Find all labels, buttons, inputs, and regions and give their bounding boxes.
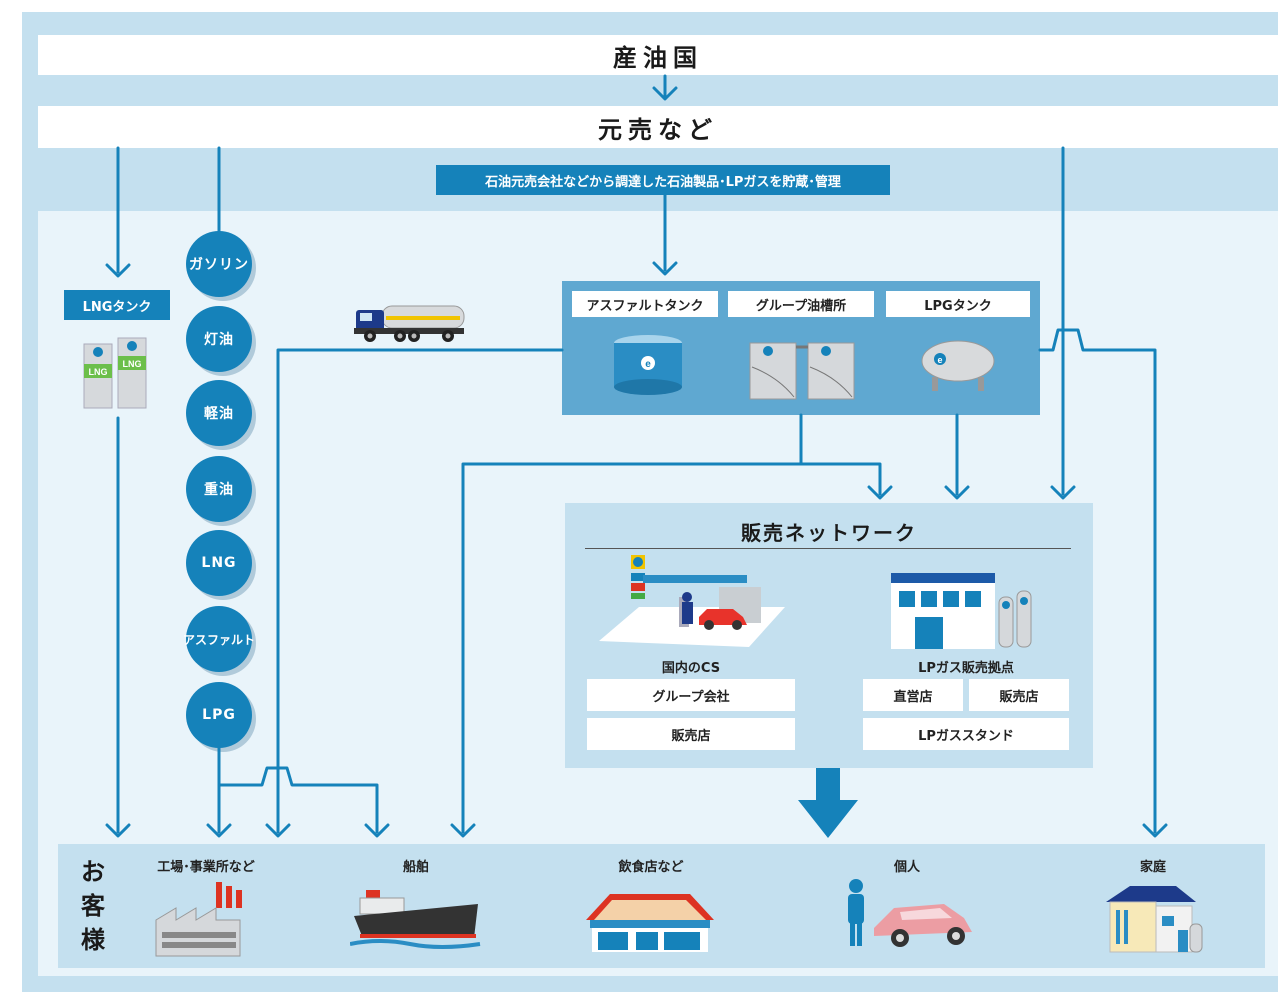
customer-ship-label: 船舶 (402, 860, 429, 875)
tanker-truck-icon (354, 305, 465, 342)
domestic-cs-title: 国内のCS (661, 661, 721, 676)
lpg-stand-box: LPガススタンド (863, 718, 1069, 750)
restaurant-icon (586, 894, 714, 952)
lng-tank-text: LNG (123, 359, 142, 369)
lng-tank-label: LNGタンク (64, 290, 170, 320)
lpg-outlet-icon (891, 573, 1032, 649)
svg-text:e: e (937, 355, 942, 365)
asphalt-tank-icon: e (614, 335, 682, 395)
product-asphalt: アスファルト (183, 606, 255, 672)
customers-heading-char: 客 (81, 892, 105, 920)
customers-heading-char: お (81, 858, 105, 886)
group-company-box: グループ会社 (587, 679, 795, 711)
lpg-sphere-tank-icon: e (921, 340, 995, 391)
lpg-outlet-title: LPガス販売拠点 (918, 661, 1014, 676)
customer-factory-label: 工場･事業所など (157, 860, 255, 875)
customer-household-label: 家庭 (1139, 860, 1166, 875)
producer-bar: 産油国 (38, 35, 1278, 75)
svg-text:e: e (645, 359, 651, 370)
supplier-bar: 元売など (38, 106, 1278, 148)
house-icon (1106, 886, 1203, 953)
factory-icon (155, 882, 242, 957)
product-kerosene: 灯油 (186, 306, 252, 372)
producer-label: 産油国 (613, 43, 703, 72)
title-divider (585, 548, 1071, 549)
storage-panel: アスファルトタンク グループ油槽所 LPGタンク e e (562, 281, 1040, 415)
product-diesel: 軽油 (186, 380, 252, 446)
storage-banner: 石油元売会社などから調達した石油製品･LPガスを貯蔵･管理 (436, 165, 890, 195)
customers-heading-char: 様 (81, 926, 105, 954)
customer-restaurant-label: 飲食店など (618, 860, 684, 875)
direct-store-box: 直営店 (863, 679, 963, 711)
lng-tank-icon: LNG LNG (83, 337, 147, 409)
oil-depot-icon (749, 342, 855, 400)
customer-individual-label: 個人 (893, 860, 920, 875)
group-depot-label: グループ油槽所 (728, 291, 874, 317)
lpg-tank-label: LPGタンク (886, 291, 1030, 317)
product-lng: LNG (186, 530, 252, 596)
product-gasoline: ガソリン (186, 231, 252, 297)
sales-network-title: 販売ネットワーク (741, 521, 917, 545)
supplier-label: 元売など (598, 115, 718, 144)
service-station-icon (599, 555, 785, 647)
asphalt-tank-label: アスファルトタンク (572, 291, 718, 317)
customers-heading: お 客 様 (78, 855, 108, 957)
person-car-icon (848, 879, 972, 947)
ship-icon (350, 890, 481, 949)
sales-network-panel: 販売ネットワーク 国内のCS グループ会社 販売店 LPガス販売拠点 直営店 販… (565, 503, 1093, 768)
cs-dealer-box: 販売店 (587, 718, 795, 750)
product-lpg: LPG (186, 682, 252, 748)
product-heavy-oil: 重油 (186, 456, 252, 522)
lng-tank-text: LNG (89, 367, 108, 377)
lpg-dealer-box: 販売店 (969, 679, 1069, 711)
